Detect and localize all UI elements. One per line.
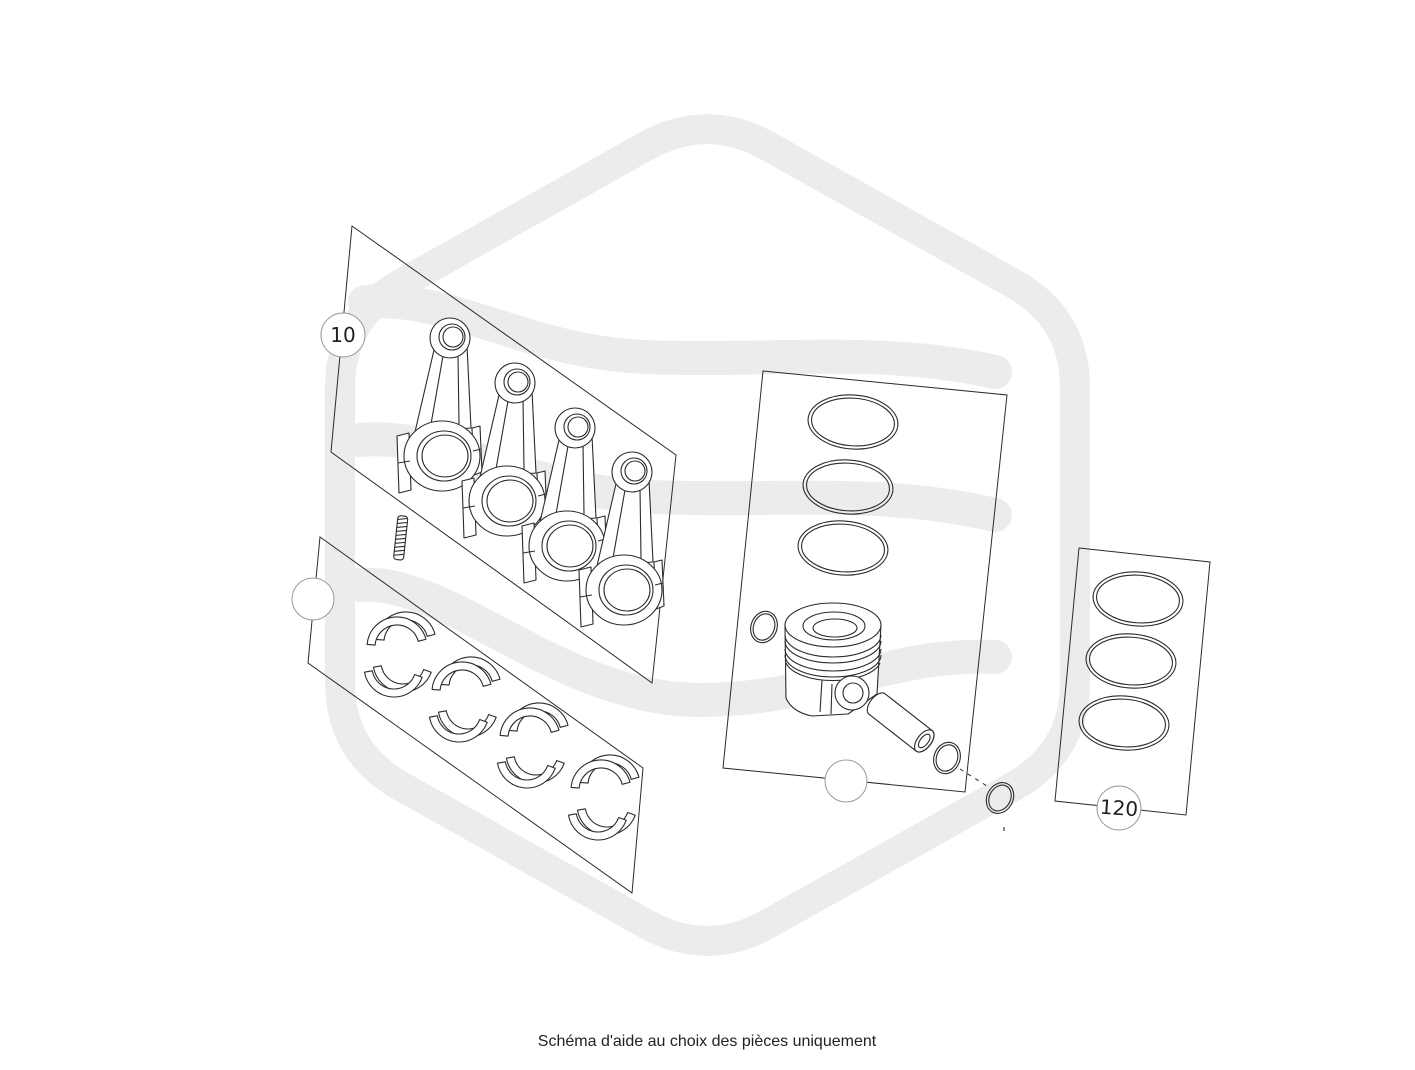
leader-line <box>959 768 988 787</box>
piston-panel <box>722 370 1008 793</box>
watermark-wave <box>343 567 1012 718</box>
bearing-shell-pair <box>567 754 640 841</box>
ring-groove <box>784 654 882 678</box>
piston-bowl-inner <box>812 618 858 638</box>
piston-ring <box>795 517 891 579</box>
ring-groove <box>784 634 882 658</box>
piston-ring <box>1076 692 1172 754</box>
watermark-wave <box>348 284 1012 389</box>
bearing-shell-pair <box>496 702 569 789</box>
bearing-shell-pair <box>428 656 501 743</box>
panel-outline <box>722 370 1008 793</box>
pin-body <box>866 692 935 753</box>
connecting-rod-panel <box>330 225 677 684</box>
bearing-shell-pair <box>363 611 436 698</box>
piston-bowl <box>802 611 866 641</box>
callout-circle[interactable] <box>1096 785 1142 831</box>
circlip <box>745 606 783 648</box>
ring-groove <box>784 648 882 672</box>
callout-blank[interactable] <box>824 759 868 803</box>
piston-ring <box>805 391 901 453</box>
callout-circle[interactable] <box>824 759 868 803</box>
callout-label[interactable]: 10 <box>330 323 355 347</box>
pin-end <box>914 729 935 753</box>
watermark-hexagon <box>325 114 1090 956</box>
panel-outline <box>307 536 644 894</box>
diagram-caption: Schéma d'aide au choix des pièces unique… <box>538 1033 877 1050</box>
watermark-logo <box>325 114 1090 956</box>
ring-set-panel <box>1054 547 1211 816</box>
bearing-panel <box>307 536 644 894</box>
ring-groove <box>784 640 882 664</box>
ring-groove <box>785 662 881 682</box>
panel-outline <box>330 225 677 684</box>
panel-outline <box>1054 547 1211 816</box>
piston-ring <box>1083 630 1179 692</box>
callout-circle[interactable] <box>320 312 366 358</box>
pin-bore <box>917 733 931 749</box>
callout-10[interactable]: 10 <box>320 312 366 358</box>
callout-blank[interactable] <box>291 577 335 621</box>
callout-120[interactable]: 120 <box>1096 785 1142 831</box>
skirt-window <box>819 679 833 715</box>
circlip <box>928 737 966 779</box>
bolt-thread <box>393 517 408 556</box>
piston-ring <box>1090 568 1186 630</box>
rod-bolt <box>393 515 409 561</box>
callout-circle[interactable] <box>291 577 335 621</box>
connecting-rod <box>396 317 483 494</box>
callout-label[interactable]: 120 <box>1099 795 1139 822</box>
piston-pin <box>866 692 935 753</box>
pin-bore <box>842 682 864 704</box>
piston <box>784 602 882 717</box>
pin-boss <box>834 675 870 711</box>
